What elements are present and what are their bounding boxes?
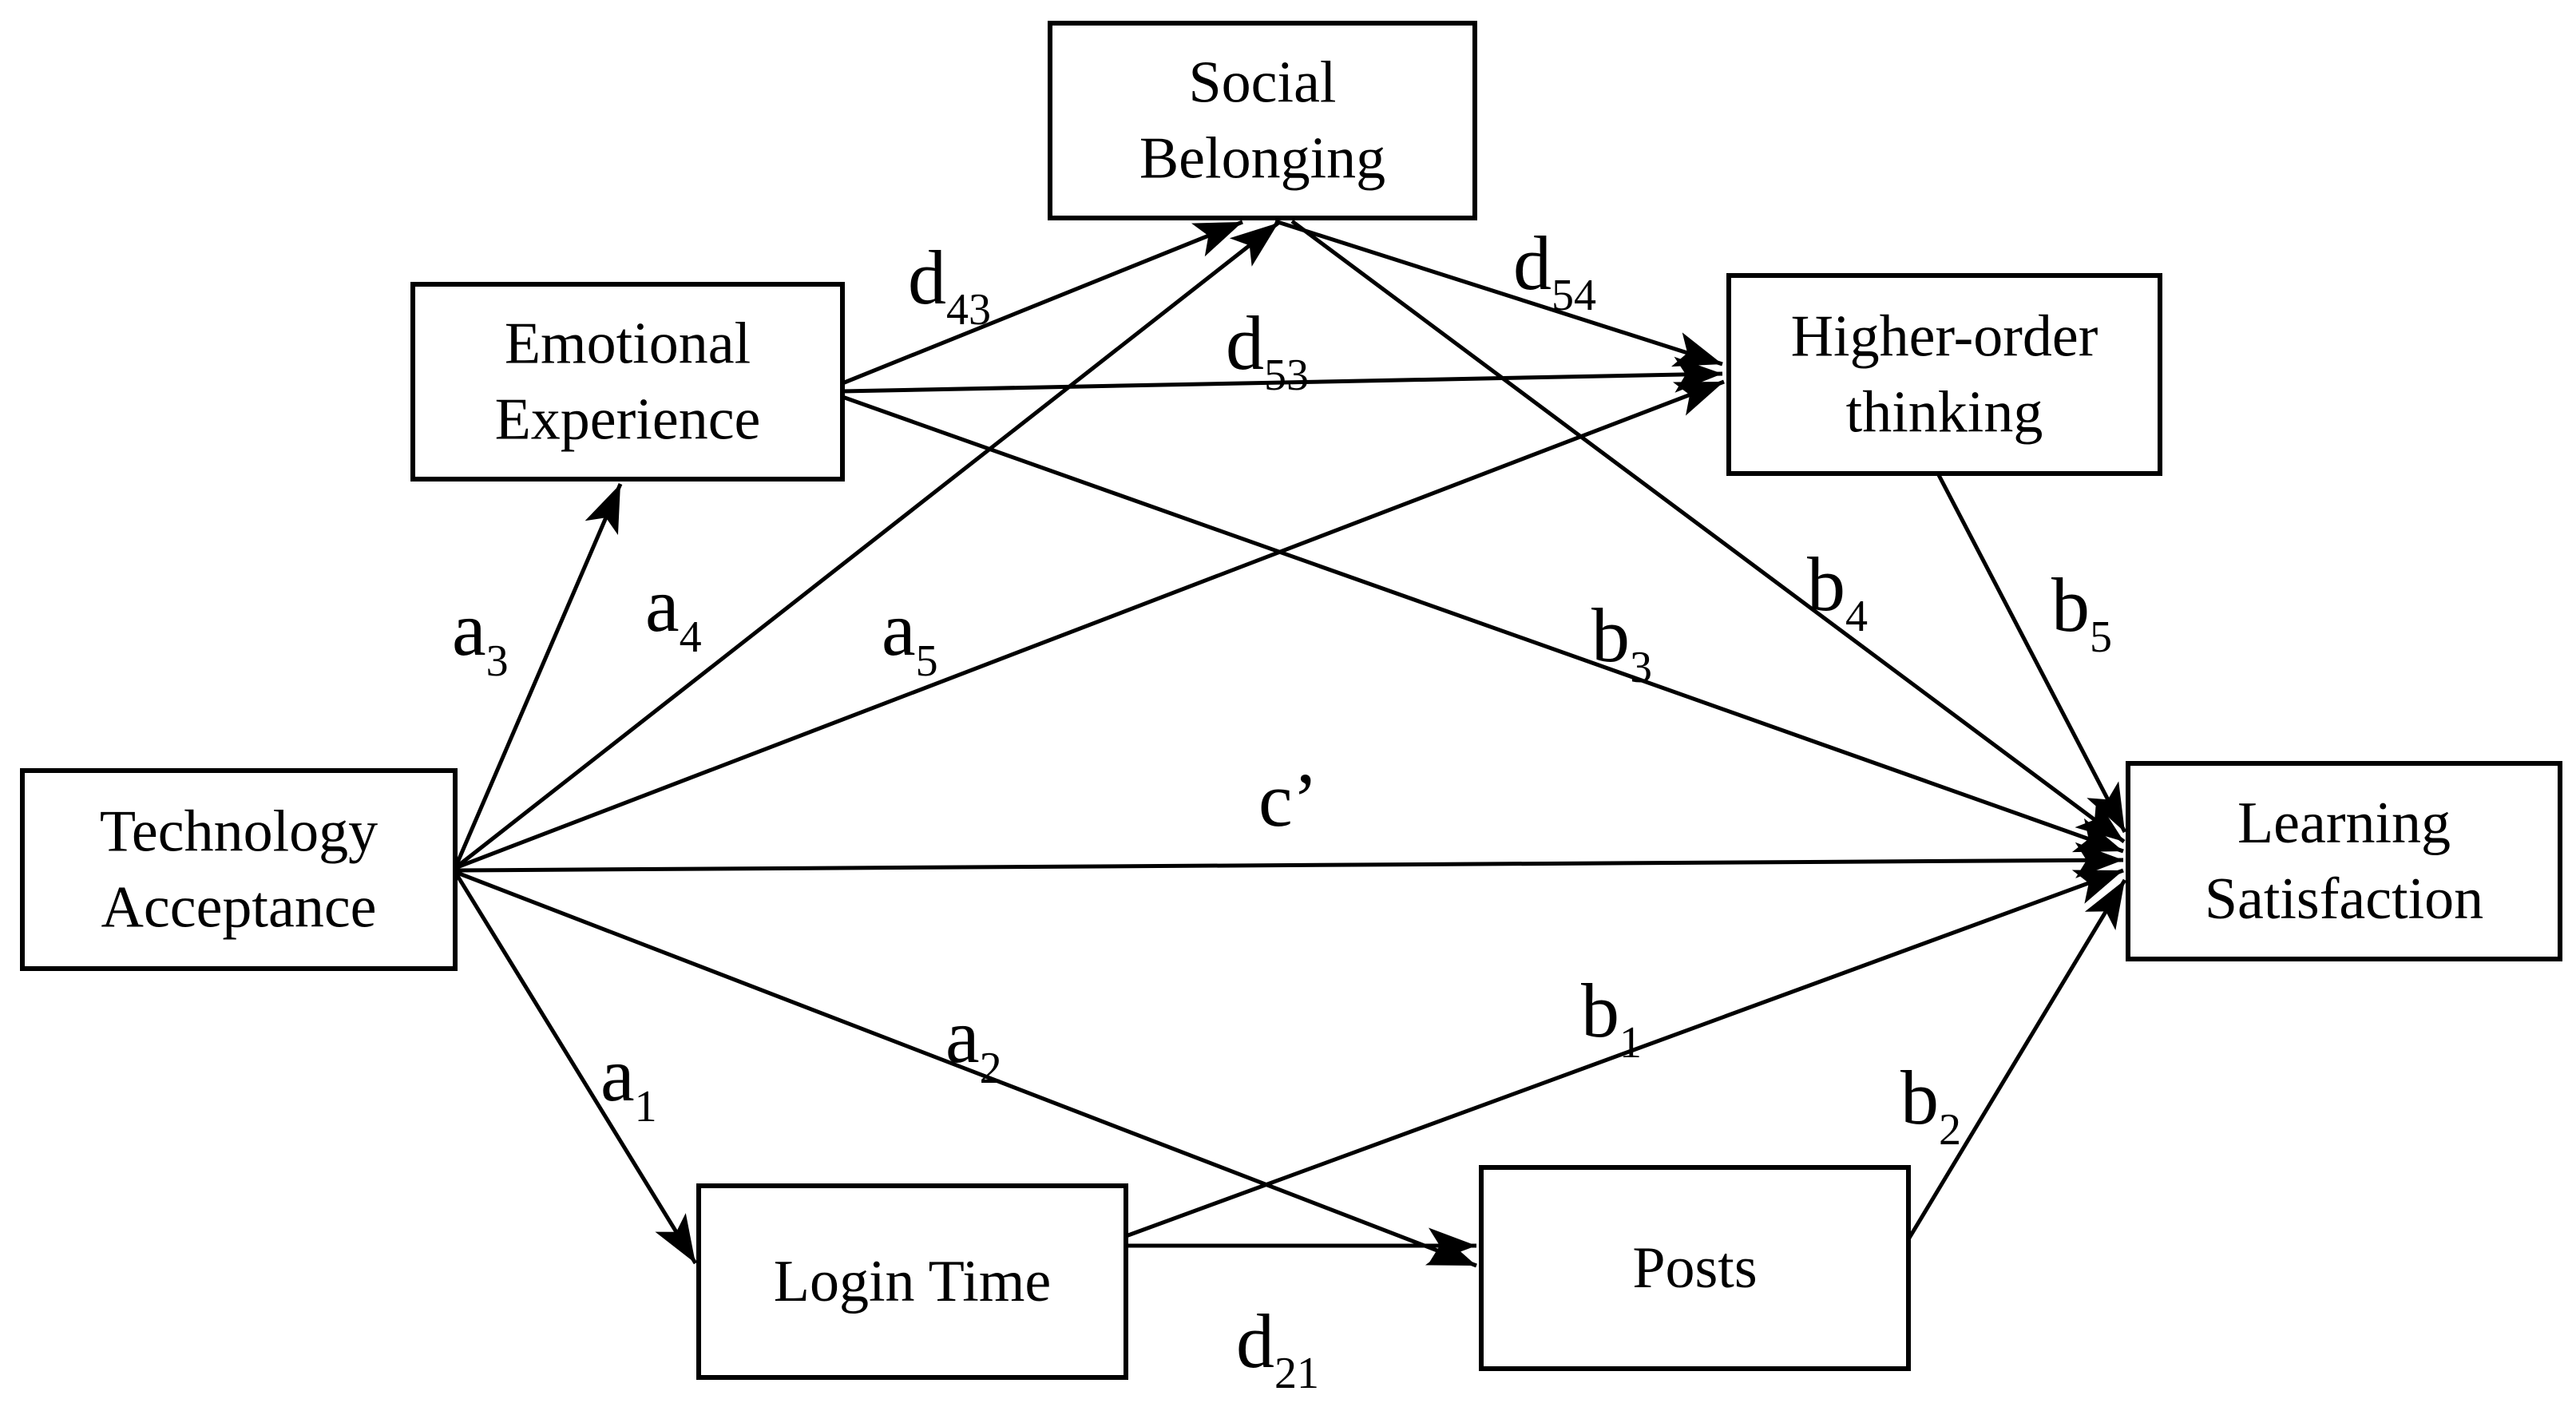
node-higher-order-thinking-box bbox=[1726, 273, 2162, 476]
edge-label-d53: d53 bbox=[1226, 300, 1309, 400]
edge-a5-arrow bbox=[454, 379, 1725, 870]
edge-b1-arrow bbox=[1125, 868, 2124, 1239]
node-login-time-label: Login Time bbox=[774, 1249, 1052, 1314]
node-social-belonging-box bbox=[1048, 21, 1477, 220]
node-login-time: Login Time bbox=[696, 1183, 1128, 1380]
edge-label-a2: a2 bbox=[945, 993, 1002, 1093]
edge-d54-arrow bbox=[1274, 219, 1723, 367]
node-posts: Posts bbox=[1479, 1165, 1911, 1371]
edge-a3-arrow bbox=[453, 483, 623, 869]
edge-label-d54: d54 bbox=[1513, 220, 1596, 320]
edge-label-b5: b5 bbox=[2051, 562, 2112, 662]
edge-label-a3: a3 bbox=[452, 586, 509, 686]
node-posts-label: Posts bbox=[1632, 1235, 1757, 1301]
edge-label-b1: b1 bbox=[1581, 968, 1642, 1068]
edge-a4-arrow bbox=[454, 221, 1280, 870]
edge-c-prime-arrow bbox=[454, 842, 2124, 878]
edge-b4-arrow bbox=[1290, 219, 2126, 844]
edge-label-b4: b4 bbox=[1807, 541, 1868, 641]
edge-labels-layer: a1 a2 a3 a4 a5 c’ d21 b1 b2 d43 d53 b3 d54 b4 b5 bbox=[452, 220, 2112, 1398]
edge-label-d43: d43 bbox=[908, 235, 991, 335]
node-technology-acceptance-box bbox=[20, 768, 458, 971]
edge-label-a5: a5 bbox=[882, 586, 938, 686]
edge-b5-arrow bbox=[1936, 474, 2127, 834]
edge-d43-arrow bbox=[842, 220, 1243, 386]
edge-label-a4: a4 bbox=[645, 562, 702, 662]
edge-label-c-prime: c’ bbox=[1258, 757, 1318, 842]
node-posts-box bbox=[1479, 1165, 1911, 1371]
edge-label-b2: b2 bbox=[1900, 1055, 1961, 1155]
edge-a1-arrow bbox=[453, 870, 698, 1265]
edge-label-a1: a1 bbox=[600, 1032, 657, 1132]
edge-label-b3: b3 bbox=[1591, 593, 1652, 692]
edges-layer bbox=[453, 219, 2127, 1268]
node-emotional-experience-box bbox=[410, 282, 845, 482]
edge-b2-arrow bbox=[1906, 878, 2127, 1241]
node-learning-satisfaction-box bbox=[2126, 761, 2562, 961]
edge-label-d21: d21 bbox=[1236, 1298, 1319, 1398]
node-login-time-box bbox=[696, 1183, 1128, 1380]
edge-b3-arrow bbox=[842, 394, 2124, 854]
edge-d53-arrow bbox=[842, 356, 1723, 394]
edge-a2-arrow bbox=[454, 870, 1477, 1268]
